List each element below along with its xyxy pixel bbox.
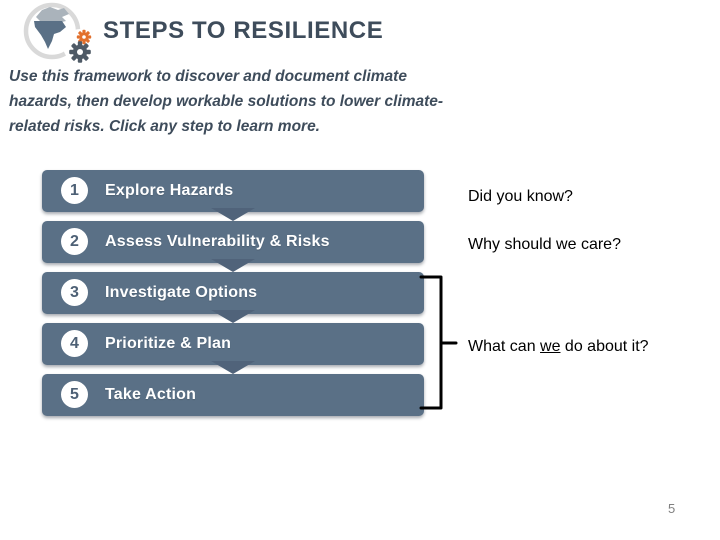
- step-label: Prioritize & Plan: [105, 335, 232, 352]
- step-label: Investigate Options: [105, 284, 258, 301]
- step-number-badge: 4: [61, 330, 88, 357]
- intro-paragraph: Use this framework to discover and docum…: [9, 64, 479, 139]
- down-arrow-connector-icon: [211, 310, 255, 323]
- question-why-should-we-care: Why should we care?: [468, 236, 621, 253]
- step-number-badge: 5: [61, 381, 88, 408]
- question-did-you-know: Did you know?: [468, 188, 573, 205]
- step-prioritize-plan[interactable]: 4 Prioritize & Plan: [42, 323, 424, 374]
- question-emphasis-we: we: [540, 338, 561, 355]
- down-arrow-connector-icon: [211, 208, 255, 221]
- climate-toolkit-logo: [12, 1, 100, 65]
- step-label: Take Action: [105, 386, 197, 403]
- gear-orange-icon: [76, 29, 92, 45]
- question-what-can-we-do: What can we do about it?: [468, 338, 649, 356]
- question-suffix: do about it?: [560, 338, 649, 355]
- gear-gray-icon: [69, 41, 91, 63]
- question-prefix: What can: [468, 338, 541, 355]
- bracket-icon: [419, 275, 458, 410]
- down-arrow-connector-icon: [211, 361, 255, 374]
- step-label: Explore Hazards: [105, 182, 234, 199]
- page-number: 5: [668, 501, 676, 516]
- page-title: STEPS TO RESILIENCE: [103, 17, 384, 44]
- step-number-badge: 3: [61, 279, 88, 306]
- step-assess-vulnerability-risks[interactable]: 2 Assess Vulnerability & Risks: [42, 221, 424, 272]
- intro-line-1: Use this framework to discover and docum…: [9, 68, 407, 85]
- step-number-badge: 2: [61, 228, 88, 255]
- continent-south-icon: [34, 21, 66, 49]
- step-investigate-options[interactable]: 3 Investigate Options: [42, 272, 424, 323]
- intro-line-2: hazards, then develop workable solutions…: [9, 93, 444, 110]
- globe-gears-icon: [23, 2, 97, 63]
- step-number-badge: 1: [61, 177, 88, 204]
- step-label: Assess Vulnerability & Risks: [105, 233, 330, 250]
- continent-north-icon: [36, 7, 69, 23]
- step-explore-hazards[interactable]: 1 Explore Hazards: [42, 170, 424, 221]
- steps-list: 1 Explore Hazards 2 Assess Vulnerability…: [42, 170, 424, 425]
- down-arrow-connector-icon: [211, 259, 255, 272]
- intro-line-3: related risks. Click any step to learn m…: [9, 118, 320, 135]
- step-take-action[interactable]: 5 Take Action: [42, 374, 424, 416]
